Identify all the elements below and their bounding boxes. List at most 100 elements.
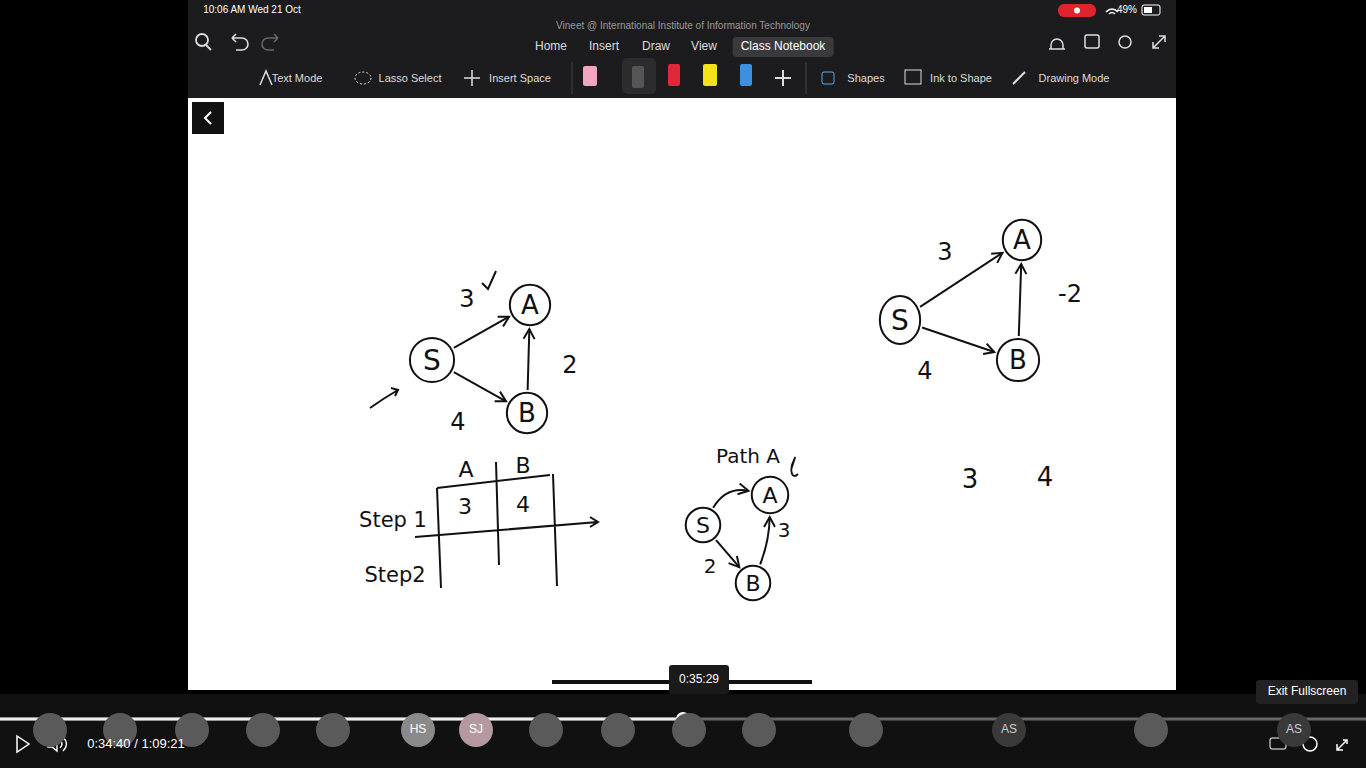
table-cell: 3: [458, 494, 472, 519]
toolbar-divider: [572, 62, 573, 94]
drawing-mode-icon: [1013, 72, 1025, 84]
arrow-head: [1015, 264, 1026, 274]
table-cell: 4: [516, 492, 530, 517]
add-pen-icon: [775, 70, 791, 86]
whiteboard: [188, 98, 1176, 690]
search-icon: [206, 45, 211, 50]
arrow-head: [983, 344, 994, 354]
vertex-label: A: [762, 483, 777, 508]
ink-to-shape-icon: [905, 70, 921, 84]
record-pill: [1058, 4, 1096, 17]
vertex-label: A: [1013, 225, 1031, 255]
vertex-label: S: [423, 344, 441, 377]
edge-weight: Path A: [714, 445, 782, 468]
lasso-icon: [355, 72, 371, 84]
collapse-icon: [1153, 36, 1165, 48]
tool-button: Insert Space: [489, 72, 551, 85]
graph-vertex: B: [506, 392, 548, 434]
weighted-edge: [528, 329, 530, 390]
vertex-label: B: [1009, 345, 1027, 375]
back-chevron: [205, 112, 211, 124]
distance-value: 3: [962, 465, 979, 495]
play-button: [17, 736, 29, 752]
table-row-label: Step2: [364, 563, 425, 587]
text-mode-icon: [260, 71, 272, 85]
avatar-initials: HS: [410, 723, 427, 737]
table-header: A: [458, 457, 473, 482]
arrow-head: [764, 517, 775, 527]
graph-vertex: S: [409, 337, 455, 383]
graph-vertex: S: [879, 295, 921, 345]
battery-level: [1144, 7, 1152, 13]
arrow-head: [738, 483, 749, 494]
menu-tab: Home: [535, 40, 567, 54]
pen-blue: [740, 64, 752, 86]
arrow-head: [524, 329, 535, 339]
tooltip-text: Exit Fullscreen: [1268, 685, 1347, 699]
arrow-head: [498, 317, 509, 327]
tool-button: Drawing Mode: [1039, 72, 1110, 85]
edge-weight: 3: [776, 519, 793, 542]
edge-weight: 2: [560, 352, 579, 380]
edge-weight: 3: [935, 239, 954, 267]
vertex-label: A: [521, 290, 539, 320]
tool-button: Ink to Shape: [930, 72, 992, 85]
status-time: 10:06 AM Wed 21 Oct: [203, 4, 301, 16]
graph-vertex: A: [509, 284, 551, 326]
bell-icon: [1049, 39, 1065, 49]
playback-time: 0:34:40 / 1:09:21: [87, 737, 185, 752]
share-icon: [1085, 35, 1099, 48]
record-dot: [1074, 8, 1080, 14]
participant-avatars: [33, 713, 1311, 747]
fullscreen-tooltip: [1256, 680, 1358, 704]
tool-button: Shapes: [847, 72, 884, 85]
table-header: B: [515, 453, 530, 478]
wifi-icon: [1106, 9, 1118, 14]
tool-selected: [622, 58, 656, 94]
highlighter-yellow: [703, 64, 717, 86]
insert-space-icon: [464, 70, 480, 86]
graph-vertex: A: [751, 476, 789, 514]
app-toolbar: [188, 0, 1176, 98]
graph-vertex: B: [996, 338, 1040, 382]
graph-vertex: S: [685, 507, 721, 543]
weighted-edge: [922, 327, 994, 351]
exit-fullscreen-icon: [1337, 740, 1347, 750]
edge-weight: 4: [448, 409, 467, 437]
edge-weight: -2: [1056, 281, 1084, 309]
redo-icon: [262, 34, 278, 50]
undo-icon: [232, 34, 248, 50]
shapes-icon: [822, 72, 834, 84]
arrow-head: [495, 392, 506, 402]
edge-weight: 4: [915, 358, 934, 386]
battery-percent: 49%: [1117, 4, 1137, 16]
avatar-initials: AS: [1286, 723, 1302, 737]
arrow-head: [991, 253, 1002, 263]
start-arrow: [370, 388, 398, 408]
weighted-edge: [1019, 264, 1021, 336]
tool-button: Lasso Select: [379, 72, 442, 85]
time-tooltip: [669, 665, 729, 694]
arrow-head: [729, 556, 740, 567]
table-grid: [415, 462, 598, 588]
menu-tab-active: Class Notebook: [733, 37, 834, 57]
avatar-initials: SJ: [469, 723, 483, 737]
pen-black: [632, 66, 644, 88]
distance-value: 4: [1037, 463, 1054, 493]
weighted-edge: [920, 253, 1002, 307]
eraser-tool: [583, 66, 597, 86]
menu-tab: Draw: [642, 40, 670, 54]
tool-button: Text Mode: [272, 72, 323, 85]
avatar-initials: AS: [1001, 723, 1017, 737]
menu-tab: View: [691, 40, 717, 54]
vertex-label: S: [891, 304, 909, 337]
edge-weight: 3: [457, 286, 476, 314]
weighted-edge: [454, 317, 509, 348]
battery-icon: [1142, 5, 1160, 15]
scribble: [791, 458, 798, 476]
table-row-label: Step 1: [359, 508, 427, 532]
graph-vertex: B: [735, 565, 771, 601]
